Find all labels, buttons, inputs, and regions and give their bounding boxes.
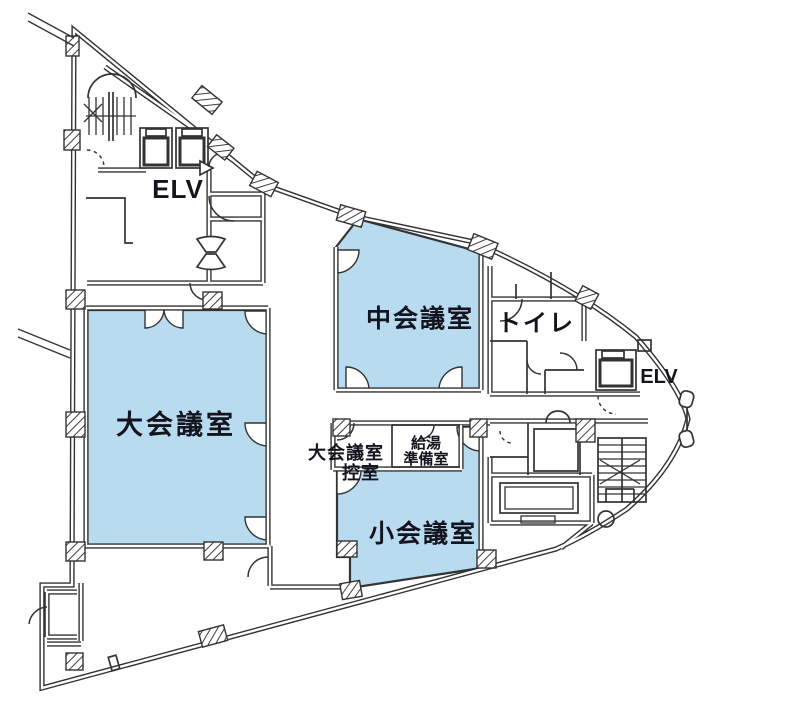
kitchenette-label-line2: 準備室	[403, 450, 448, 468]
elevator-counterweight	[601, 350, 625, 359]
adjacent-structure-lines	[17, 12, 75, 359]
machine-unit	[499, 482, 579, 514]
small-meeting-room-label: 小会議室	[369, 519, 477, 548]
elevator-right-label: ELV	[640, 366, 678, 388]
slope-stub	[107, 654, 121, 672]
anteroom-label-line2: 控室	[342, 462, 380, 483]
elevator-car	[178, 136, 206, 167]
large-meeting-room-label: 大会議室	[116, 409, 236, 440]
kitchenette-label-line1: 給湯	[411, 434, 441, 452]
stair-break-mark	[599, 459, 641, 485]
elevator-right-nook	[595, 339, 652, 391]
toilet-label: トイレ	[497, 310, 575, 337]
dashed-door-arcs	[86, 149, 617, 444]
corridor-double-door	[195, 235, 227, 271]
anteroom-label-line1: 大会議室	[308, 442, 384, 463]
elevator-car	[598, 358, 634, 388]
wall-pillar	[637, 339, 652, 352]
elevator-counterweight	[181, 128, 203, 137]
elevator-upper-label: ELV	[152, 174, 204, 204]
stair-break-mark	[83, 103, 103, 123]
column-circle	[597, 510, 615, 528]
service-block	[499, 410, 647, 528]
staircase-upper-left	[83, 73, 137, 141]
elevator-car	[142, 136, 170, 167]
elevator-bank-upper	[139, 127, 215, 177]
elevator-counterweight	[145, 128, 167, 137]
dome-fixture	[545, 410, 571, 424]
door-marker	[199, 159, 215, 177]
medium-meeting-room-area	[334, 217, 482, 391]
medium-meeting-room-label: 中会議室	[366, 304, 474, 333]
hatched-wall-pillars	[63, 35, 600, 671]
tip-window-mullions	[678, 389, 695, 449]
interior-walls	[86, 197, 688, 475]
